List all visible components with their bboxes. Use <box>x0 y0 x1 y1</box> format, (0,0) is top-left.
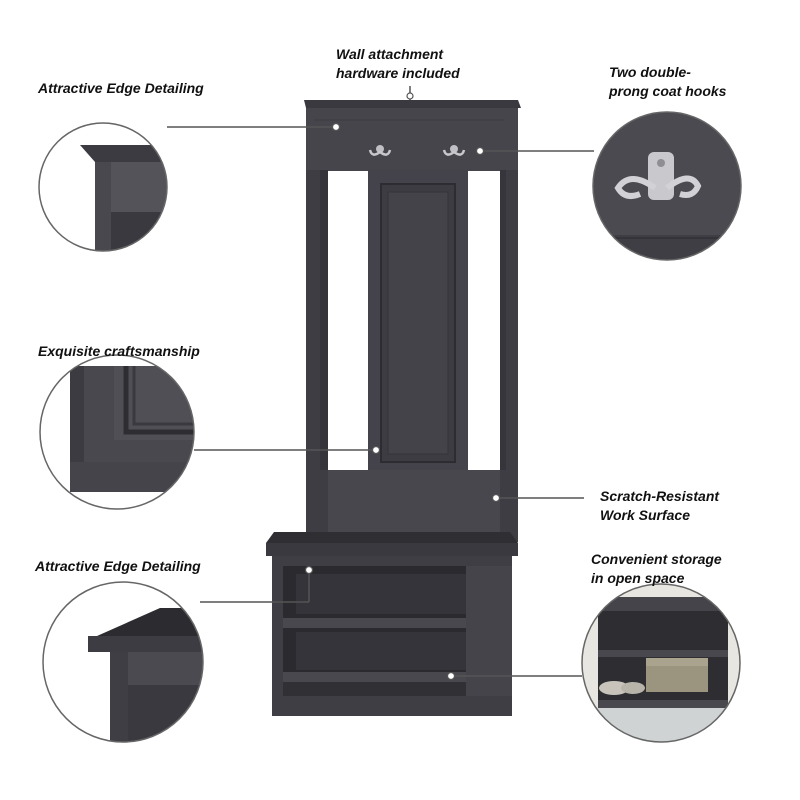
callout-edge-detailing-top: Attractive Edge Detailing <box>38 80 204 96</box>
callout-dots <box>304 92 501 681</box>
callout-coat-hooks: Two double- prong coat hooks <box>609 64 727 99</box>
edge-detail-top-circle <box>38 122 168 252</box>
storage-detail-circle <box>581 583 741 743</box>
leader-lines <box>167 86 594 677</box>
callout-wall-attachment: Wall attachment hardware included <box>336 46 460 81</box>
hook-detail-circle <box>592 111 742 261</box>
edge-detail-bottom-circle <box>42 581 204 743</box>
craftsmanship-detail-circle <box>39 354 195 510</box>
callout-edge-detailing-bottom: Attractive Edge Detailing <box>35 558 201 574</box>
coat-hook-left <box>368 145 392 156</box>
callout-scratch-resistant: Scratch-Resistant Work Surface <box>600 488 720 523</box>
callout-craftsmanship: Exquisite craftsmanship <box>38 343 200 359</box>
hall-tree <box>266 100 521 716</box>
callout-storage: Convenient storage in open space <box>591 551 722 586</box>
coat-hook-right <box>442 145 466 156</box>
